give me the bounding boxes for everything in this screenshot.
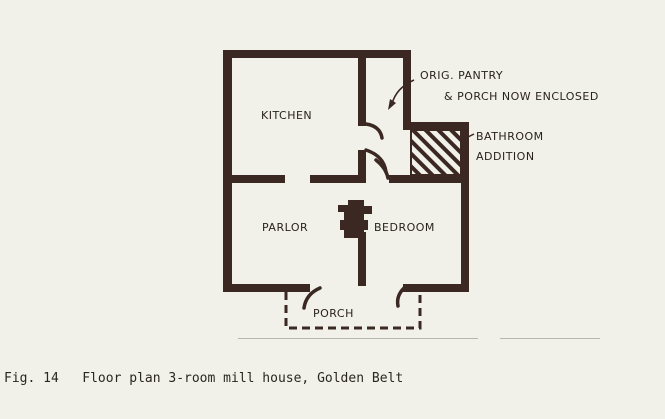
pantry-door-swing bbox=[364, 122, 384, 140]
separator-rule-right bbox=[500, 338, 600, 339]
porch-label: PORCH bbox=[313, 307, 354, 320]
bedroom-label: BEDROOM bbox=[374, 221, 435, 234]
porch-right-door-swing bbox=[395, 286, 406, 308]
kitchen-label: KITCHEN bbox=[261, 109, 312, 122]
bathroom-addition-hatch bbox=[410, 129, 462, 176]
pantry-note-line1: ORIG. PANTRY bbox=[420, 69, 503, 82]
parlor-label: PARLOR bbox=[262, 221, 308, 234]
pantry-pointer-arrow bbox=[388, 79, 415, 110]
separator-rule-left bbox=[238, 338, 478, 339]
figure-caption: Fig. 14 Floor plan 3-room mill house, Go… bbox=[4, 371, 403, 386]
hall-door-swing bbox=[374, 158, 390, 180]
interior-walls bbox=[229, 54, 467, 286]
figure-number: Fig. 14 bbox=[4, 371, 59, 386]
figure-caption-text: Floor plan 3-room mill house, Golden Bel… bbox=[82, 371, 404, 386]
pantry-note-line2: & PORCH NOW ENCLOSED bbox=[444, 90, 599, 103]
door-swings bbox=[302, 122, 406, 310]
outer-walls bbox=[223, 50, 469, 292]
porch-left-door-swing bbox=[302, 286, 322, 310]
bathroom-note-line2: ADDITION bbox=[476, 150, 535, 163]
bathroom-leader-line bbox=[461, 133, 475, 141]
porch-outline bbox=[284, 292, 422, 330]
chimney bbox=[338, 200, 372, 238]
bathroom-note-line1: BATHROOM bbox=[476, 130, 544, 143]
